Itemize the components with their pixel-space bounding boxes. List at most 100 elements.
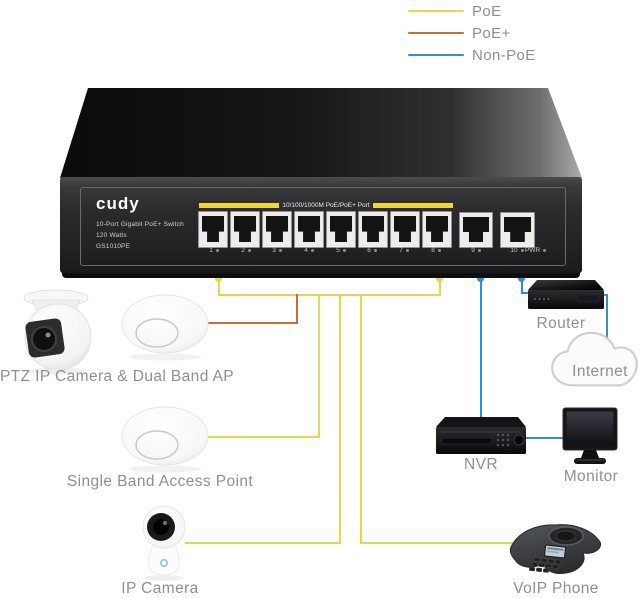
legend-label: PoE+	[472, 24, 511, 42]
monitor-label: Monitor	[563, 468, 619, 485]
switch-top-face	[60, 88, 582, 178]
voip-label: VoIP Phone	[513, 580, 599, 597]
switch-model-line: 10-Port Gigabit PoE+ Switch	[96, 221, 184, 228]
port-number-label: 7	[390, 247, 418, 254]
port-number-label: 6	[358, 247, 386, 254]
rj45-port-9	[459, 212, 493, 248]
internet-cloud	[546, 326, 640, 398]
ip-camera-label: IP Camera	[121, 580, 199, 597]
nvr-icon	[436, 417, 526, 454]
dual-band-ap	[120, 293, 210, 361]
port-number-label: 5	[327, 247, 355, 254]
port-led	[520, 249, 524, 252]
rj45-jack	[394, 216, 416, 242]
voip-phone	[508, 514, 604, 582]
wire-poeplus-drop	[296, 294, 298, 324]
single-ap-label: Single Band Access Point	[66, 473, 254, 490]
port-number-label: 9	[462, 247, 490, 254]
port-led	[278, 249, 282, 252]
legend-label: Non-PoE	[472, 46, 536, 64]
rj45-port	[358, 211, 388, 248]
port-led	[247, 249, 251, 252]
ip-camera	[138, 504, 190, 582]
wire-poe-stub-port8	[439, 279, 441, 295]
legend-item-poe: PoE	[408, 0, 578, 22]
rj45-jack	[426, 216, 448, 242]
switch-front-face: cudy 10-Port Gigabit PoE+ Switch 120 Wat…	[60, 177, 582, 273]
legend: PoE PoE+ Non-PoE	[408, 0, 578, 66]
port-led	[310, 249, 314, 252]
poe-port-banner: 10/100/1000M PoE/PoE+ Port	[199, 201, 453, 210]
wire-nonpoe-drop-nvr	[480, 279, 482, 426]
rj45-port-10	[500, 212, 535, 248]
non-poe-line-swatch	[408, 54, 464, 56]
rj45-jack	[266, 216, 288, 242]
banner-bar-left	[199, 203, 280, 208]
port-led	[437, 249, 441, 252]
poe-plus-line-swatch	[408, 32, 464, 34]
wire-poe-voip	[360, 542, 518, 544]
switch-model-line: 120 Watts	[96, 232, 127, 239]
wire-poe-ip-camera	[185, 542, 341, 544]
poe-switch: cudy 10-Port Gigabit PoE+ Switch 120 Wat…	[60, 88, 582, 281]
ptz-camera-icon	[23, 289, 92, 375]
rj45-jack	[202, 216, 224, 242]
wire-endpoint-dot	[436, 275, 443, 282]
monitor-icon	[562, 407, 618, 464]
legend-item-non-poe: Non-PoE	[408, 44, 578, 66]
wire-poe-single-ap	[203, 436, 320, 438]
wire-poe-drop-voip	[360, 294, 362, 544]
brand-logo: cudy	[96, 194, 140, 213]
port-number-label: 4	[295, 247, 323, 254]
wire-poe-stub-port1	[218, 279, 220, 295]
port-led	[373, 249, 377, 252]
wire-poe-drop-single-ap	[318, 294, 320, 438]
rj45-jack	[330, 216, 352, 242]
port-led	[215, 249, 219, 252]
pwr-label: PWR	[525, 247, 541, 254]
switch-base	[62, 272, 580, 278]
nvr	[434, 414, 528, 460]
wire-poeplus-dual-ap	[203, 322, 298, 324]
ptz-camera	[2, 283, 102, 375]
wire-endpoint-dot	[477, 275, 484, 282]
wire-poe-drop-ip-camera	[339, 294, 341, 544]
wire-endpoint-dot	[215, 275, 222, 282]
rj45-port	[230, 211, 260, 248]
wire-nonpoe-internet	[606, 294, 608, 346]
banner-text: 10/100/1000M PoE/PoE+ Port	[282, 202, 370, 209]
port-led	[342, 249, 346, 252]
port-number-label: 3	[263, 247, 291, 254]
rj45-jack	[362, 216, 384, 242]
cloud-icon	[551, 331, 638, 387]
wire-poe-bus	[218, 294, 441, 296]
router	[526, 276, 606, 316]
ptz-ap-label: PTZ IP Camera & Dual Band AP	[0, 368, 235, 385]
nvr-label: NVR	[464, 456, 498, 473]
pwr-led	[543, 249, 547, 252]
monitor	[562, 407, 620, 469]
rj45-port	[326, 211, 356, 248]
port-number-label: 1	[200, 247, 228, 254]
single-band-ap	[120, 405, 210, 473]
rj45-jack	[234, 216, 256, 242]
port-number-label: 2	[232, 247, 260, 254]
legend-label: PoE	[472, 2, 502, 20]
switch-front-panel: cudy 10-Port Gigabit PoE+ Switch 120 Wat…	[80, 187, 566, 266]
port-number-label: 8	[422, 247, 450, 254]
poe-line-swatch	[408, 10, 464, 12]
rj45-port	[294, 211, 324, 248]
wire-nonpoe-nvr-monitor	[518, 437, 568, 439]
single-band-ap-icon	[121, 406, 209, 473]
voip-phone-icon	[509, 524, 602, 574]
internet-label: Internet	[572, 363, 628, 380]
poe-ports	[198, 211, 452, 248]
wire-nonpoe-stub-port10	[521, 279, 523, 294]
port-number-label: 10	[503, 247, 531, 254]
rj45-port	[390, 211, 420, 248]
router-icon	[528, 280, 604, 309]
port-led	[477, 249, 481, 252]
dual-band-ap-icon	[121, 294, 209, 361]
